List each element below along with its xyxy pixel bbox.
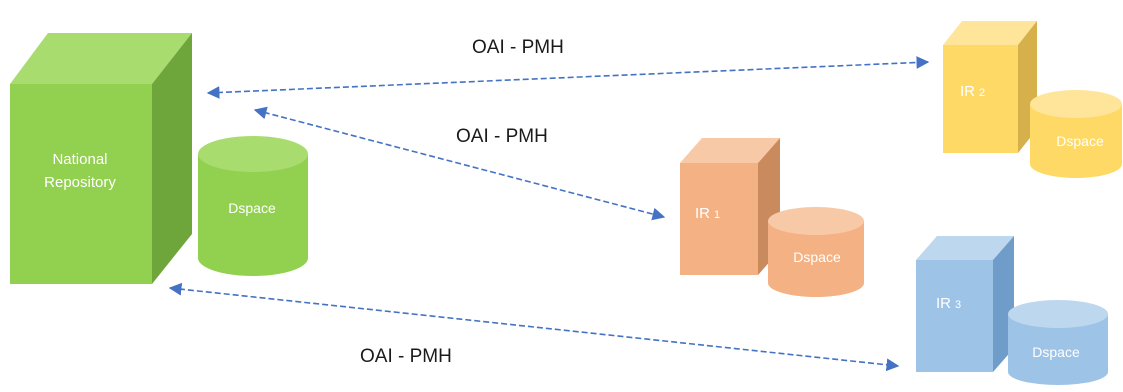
ir3-label: IR 3 <box>936 295 961 312</box>
ir1-label: IR 1 <box>695 205 720 222</box>
edge-label-national-ir2: OAI - PMH <box>472 37 564 58</box>
node-national-repository: Dspace National Repository <box>10 33 308 284</box>
national-dspace-bottom <box>198 240 308 276</box>
ir2-box-front <box>943 45 1018 153</box>
edge-label-national-ir3: OAI - PMH <box>360 346 452 367</box>
node-ir1: IR 1 Dspace <box>680 138 864 297</box>
ir1-box-top <box>680 138 780 163</box>
ir1-dspace-label: Dspace <box>793 249 841 265</box>
ir1-dspace-bottom <box>768 269 864 297</box>
ir2-dspace-bottom <box>1030 150 1122 178</box>
ir2-dspace-top <box>1030 90 1122 118</box>
ir3-dspace-bottom <box>1008 359 1108 385</box>
ir2-label: IR 2 <box>960 83 985 100</box>
ir1-label-subscript: 1 <box>714 209 720 221</box>
national-dspace-label: Dspace <box>228 200 276 216</box>
edge-national-ir2: OAI - PMH <box>206 37 930 99</box>
node-ir2: IR 2 Dspace <box>943 21 1122 178</box>
ir3-dspace-label: Dspace <box>1032 344 1080 360</box>
ir1-dspace-top <box>768 207 864 235</box>
ir1-label-text: IR <box>695 205 710 222</box>
ir2-label-subscript: 2 <box>979 87 985 99</box>
ir2-box-top <box>943 21 1037 45</box>
ir3-label-text: IR <box>936 295 951 312</box>
national-box-front <box>10 84 152 284</box>
ir2-dspace-cylinder: Dspace <box>1030 90 1122 178</box>
edge-label-national-ir1: OAI - PMH <box>456 126 548 147</box>
ir3-box-top <box>916 236 1014 260</box>
national-label-line2: Repository <box>44 174 116 191</box>
national-box-side <box>152 33 192 284</box>
edge-national-ir3: OAI - PMH <box>168 282 900 372</box>
edge-line-national-ir2 <box>206 56 930 99</box>
national-box-top <box>10 33 192 84</box>
national-dspace-cylinder: Dspace <box>198 136 308 276</box>
ir1-dspace-cylinder: Dspace <box>768 207 864 297</box>
edge-national-ir1: OAI - PMH <box>253 106 666 221</box>
edge-line-national-ir3 <box>168 282 900 372</box>
node-ir3: IR 3 Dspace <box>916 236 1108 385</box>
edge-line-national-ir1 <box>253 106 666 221</box>
ir3-dspace-top <box>1008 300 1108 328</box>
ir2-dspace-label: Dspace <box>1056 133 1104 149</box>
ir1-box-front <box>680 163 758 275</box>
national-label-line1: National <box>52 151 107 168</box>
ir2-label-text: IR <box>960 83 975 100</box>
ir3-box-front <box>916 260 993 372</box>
ir3-dspace-cylinder: Dspace <box>1008 300 1108 385</box>
ir3-label-subscript: 3 <box>955 299 961 311</box>
national-dspace-top <box>198 136 308 172</box>
